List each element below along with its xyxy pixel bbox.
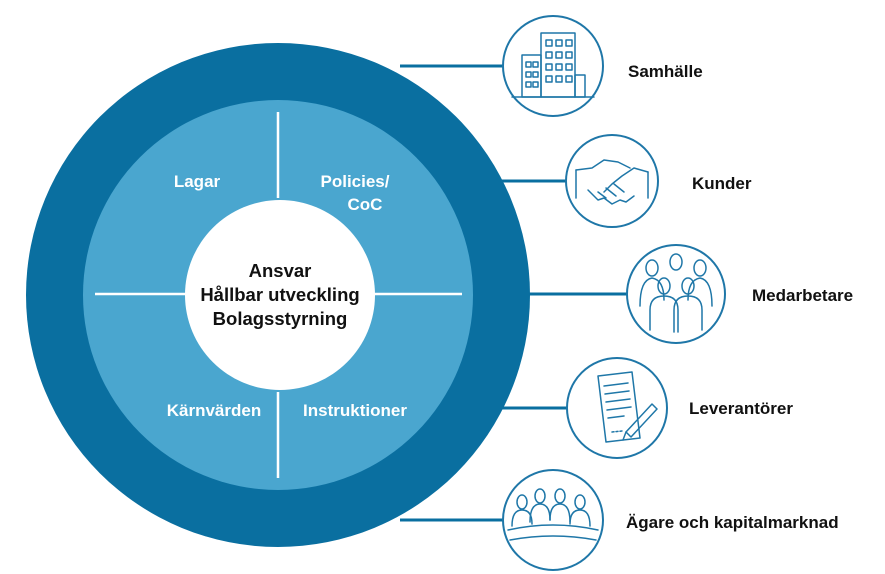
building-icon xyxy=(502,15,604,117)
quadrant-label-karnvarden: Kärnvärden xyxy=(167,401,261,420)
quadrant-label-policies: Policies/ xyxy=(321,172,390,191)
quadrant-label-lagar: Lagar xyxy=(174,172,221,191)
stakeholder-label-agare: Ägare och kapitalmarknad xyxy=(626,513,839,532)
center-label-ansvar: Ansvar xyxy=(249,260,312,281)
quadrant-label-instruktioner: Instruktioner xyxy=(303,401,407,420)
contract-pen-icon xyxy=(566,357,668,459)
stakeholder-label-samhalle: Samhälle xyxy=(628,62,703,81)
people-group-icon xyxy=(626,244,726,344)
quadrant-dividers xyxy=(95,112,462,478)
handshake-icon xyxy=(565,134,659,228)
quadrant-label-coc: CoC xyxy=(348,195,383,214)
stakeholder-label-leverantorer: Leverantörer xyxy=(689,399,793,418)
center-circle xyxy=(185,200,375,390)
center-label-hallbar: Hållbar utveckling xyxy=(200,284,359,305)
center-label-bolagsstyrning: Bolagsstyrning xyxy=(213,308,348,329)
connector-lines xyxy=(400,64,627,522)
meeting-table-icon xyxy=(502,469,604,571)
stakeholder-label-medarbetare: Medarbetare xyxy=(752,286,853,305)
stakeholder-label-kunder: Kunder xyxy=(692,174,752,193)
